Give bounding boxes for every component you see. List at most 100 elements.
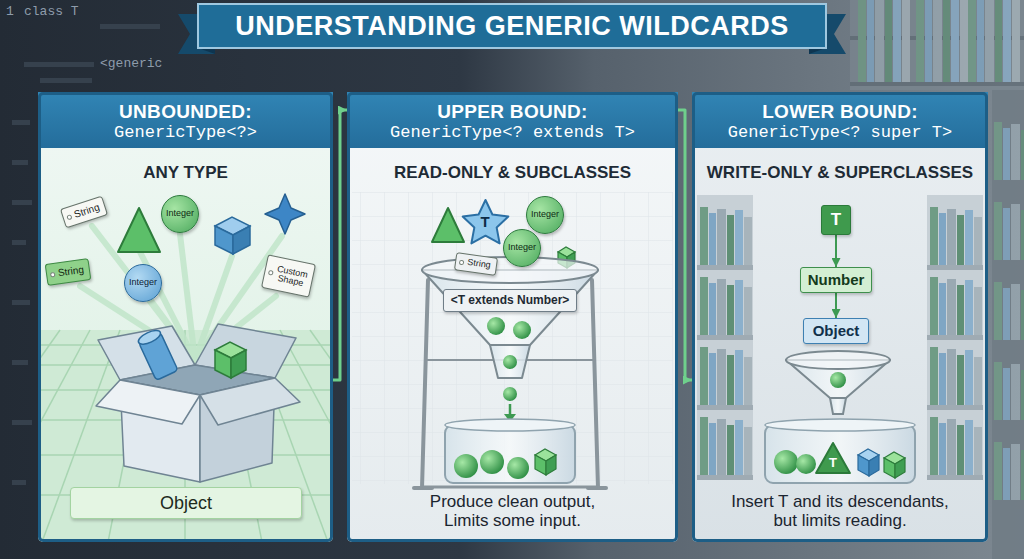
panel-upper-art — [352, 192, 673, 484]
panel-lower-art — [697, 335, 753, 340]
panel-lower-art — [765, 419, 915, 431]
panel-unbounded-art — [231, 350, 246, 378]
panel-upper-art — [414, 280, 606, 488]
shape-label: Object — [160, 494, 212, 513]
panel-note: Insert T and its descendants, but limits… — [728, 492, 953, 531]
code-lines — [12, 160, 28, 165]
shape-label: T — [831, 211, 841, 229]
panel-lower-art — [830, 372, 846, 388]
label-slot: class T — [24, 4, 79, 19]
flow-arrow — [835, 293, 837, 318]
panel-unbounded-art — [96, 380, 200, 424]
panel-lower-art — [765, 425, 915, 483]
code-lines — [12, 420, 32, 425]
library-backdrop — [858, 24, 910, 82]
panel-unbounded-art — [38, 92, 333, 148]
label-slot: <generic — [100, 56, 162, 71]
panel-upper-art — [480, 450, 504, 474]
wildcard-panel: LOWER BOUND: GenericType<? super T>WRITE… — [692, 92, 988, 542]
panel-lower-art — [697, 195, 753, 480]
shape-label: String — [467, 258, 492, 271]
panel-lower-art — [884, 458, 895, 478]
panel-lower-art — [927, 335, 983, 340]
panel-lower-art — [697, 475, 753, 480]
panel-note: Produce clean output, Limits some input. — [418, 492, 608, 531]
panel-upper-art — [507, 457, 529, 479]
panel-upper-art — [592, 280, 598, 488]
code-label: 1 — [6, 4, 14, 19]
type-block: Object — [803, 318, 869, 344]
shape-label: Custom Shape — [272, 264, 310, 290]
panel-heading: LOWER BOUND: GenericType<? super T> — [695, 95, 985, 148]
heading-code: GenericType<? super T> — [728, 123, 952, 142]
library-backdrop — [916, 24, 968, 82]
wildcard-panel: UNBOUNDED: GenericType<?>ANY TYPEStringI… — [38, 92, 333, 542]
code-lines — [12, 360, 28, 365]
panel-lower-art — [697, 265, 753, 270]
panel-lower-art — [692, 92, 988, 148]
panel-lower-art — [930, 277, 982, 335]
panel-unbounded-art — [136, 328, 162, 347]
panel-lower-art — [697, 405, 753, 410]
panel-unbounded-art — [41, 330, 60, 539]
shape-label: Integer — [508, 243, 536, 252]
code-lines — [100, 24, 160, 29]
panel-upper-art — [347, 92, 678, 542]
code-label: <generic — [100, 56, 162, 71]
code-lines — [12, 480, 26, 485]
panel-lower-art — [692, 92, 988, 542]
library-backdrop — [994, 362, 1024, 420]
library-backdrop — [994, 202, 1024, 260]
library-backdrop — [968, 24, 1020, 82]
panel-lower-art — [930, 207, 982, 265]
type-triangle: T — [815, 442, 851, 474]
panel-lower-art — [700, 347, 752, 405]
bound-label: <T extends Number> — [443, 289, 577, 312]
panel-lower-art — [930, 347, 982, 405]
type-ball: Integer — [161, 195, 199, 233]
star-outline — [462, 199, 508, 242]
code-lines — [12, 200, 32, 205]
panel-upper-art — [422, 280, 428, 488]
panel-upper-art — [454, 454, 478, 478]
panel-unbounded-art — [310, 330, 330, 539]
panel-upper-art — [503, 387, 517, 401]
panel-lower-art — [796, 454, 816, 474]
title-slot: UNDERSTANDING GENERIC WILDCARDS — [198, 4, 826, 48]
heading-code: GenericType<? extends T> — [390, 123, 635, 142]
panel-lower-art — [700, 417, 752, 475]
panel-lower-art — [786, 351, 890, 369]
heading-part: UPPER BOUND: — [437, 101, 587, 122]
panel-upper-art — [424, 486, 596, 489]
library-backdrop — [994, 122, 1024, 180]
type-tag: String — [45, 258, 92, 286]
type-tag: String — [454, 252, 498, 276]
panel-upper-art — [546, 455, 556, 475]
flow-arrow — [835, 235, 837, 267]
panel-lower-art — [927, 475, 983, 480]
code-label: class T — [24, 4, 79, 19]
label-slot: 1 — [6, 4, 14, 19]
panel-unbounded-art — [96, 378, 300, 482]
type-star: T — [461, 198, 510, 247]
code-lines — [12, 300, 30, 305]
panel-heading: UNBOUNDED: GenericType<?> — [41, 95, 330, 148]
panel-unbounded-art — [215, 226, 233, 254]
root-type-box: Object — [70, 487, 302, 519]
panel-unbounded-art — [233, 226, 250, 254]
code-lines — [40, 78, 92, 83]
panel-lower-art — [930, 417, 982, 475]
panel-lower-art — [895, 458, 905, 478]
type-ball: Integer — [503, 229, 541, 267]
panel-lower-art — [774, 450, 798, 474]
heading-part: UNBOUNDED: — [119, 101, 252, 122]
panel-upper-art — [347, 92, 678, 542]
shape-label: Integer — [166, 209, 194, 218]
title-ribbon — [198, 4, 826, 48]
shape-label: T — [480, 214, 489, 230]
panel-upper-art — [347, 92, 678, 148]
panel-lower-art — [927, 265, 983, 270]
code-lines — [12, 240, 26, 245]
type-tag: String — [60, 196, 108, 229]
